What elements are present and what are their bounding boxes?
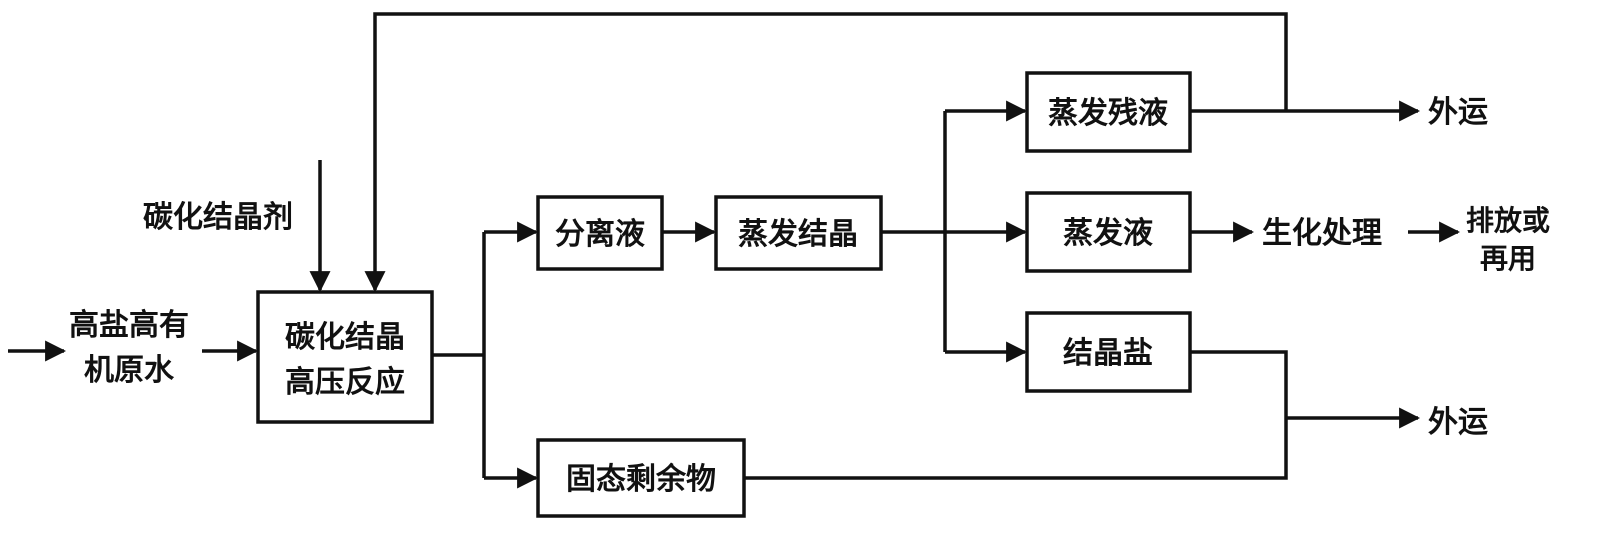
solid-residue-box: 固态剩余物 (536, 438, 746, 518)
evaporation-residue-label: 蒸发残液 (1048, 96, 1168, 131)
input-label-line2: 机原水 (84, 353, 175, 388)
crystal-salt-label: 结晶盐 (1063, 336, 1153, 371)
output-discharge-label-line2: 再用 (1480, 242, 1536, 275)
separation-liquid-box: 分离液 (536, 195, 664, 271)
output-transport-bottom-label: 外运 (1428, 405, 1488, 440)
crystal-salt-box: 结晶盐 (1025, 311, 1192, 393)
arrow-recycle-to-reactor (364, 12, 1288, 293)
output-discharge-label-line1: 排放或 (1466, 204, 1550, 237)
reactor-box: 碳化结晶 高压反应 (256, 290, 434, 424)
input-label-line1: 高盐高有 (69, 308, 189, 343)
catalyst-label: 碳化结晶剂 (143, 200, 293, 235)
output-transport-top-label: 外运 (1428, 95, 1488, 130)
output-biochemical-treatment-label: 生化处理 (1262, 216, 1382, 251)
line-salt-and-solid-merge (744, 350, 1288, 480)
evaporative-crystallization-label: 蒸发结晶 (738, 217, 858, 252)
evaporation-liquid-label: 蒸发液 (1063, 216, 1153, 251)
evaporative-crystallization-box: 蒸发结晶 (714, 195, 883, 271)
evaporation-liquid-box: 蒸发液 (1025, 191, 1192, 273)
reactor-label-line2: 高压反应 (285, 365, 405, 400)
solid-residue-label: 固态剩余物 (566, 462, 716, 497)
evaporation-residue-box: 蒸发残液 (1025, 71, 1192, 153)
separation-liquid-label: 分离液 (555, 217, 645, 252)
reactor-label-line1: 碳化结晶 (285, 320, 405, 355)
